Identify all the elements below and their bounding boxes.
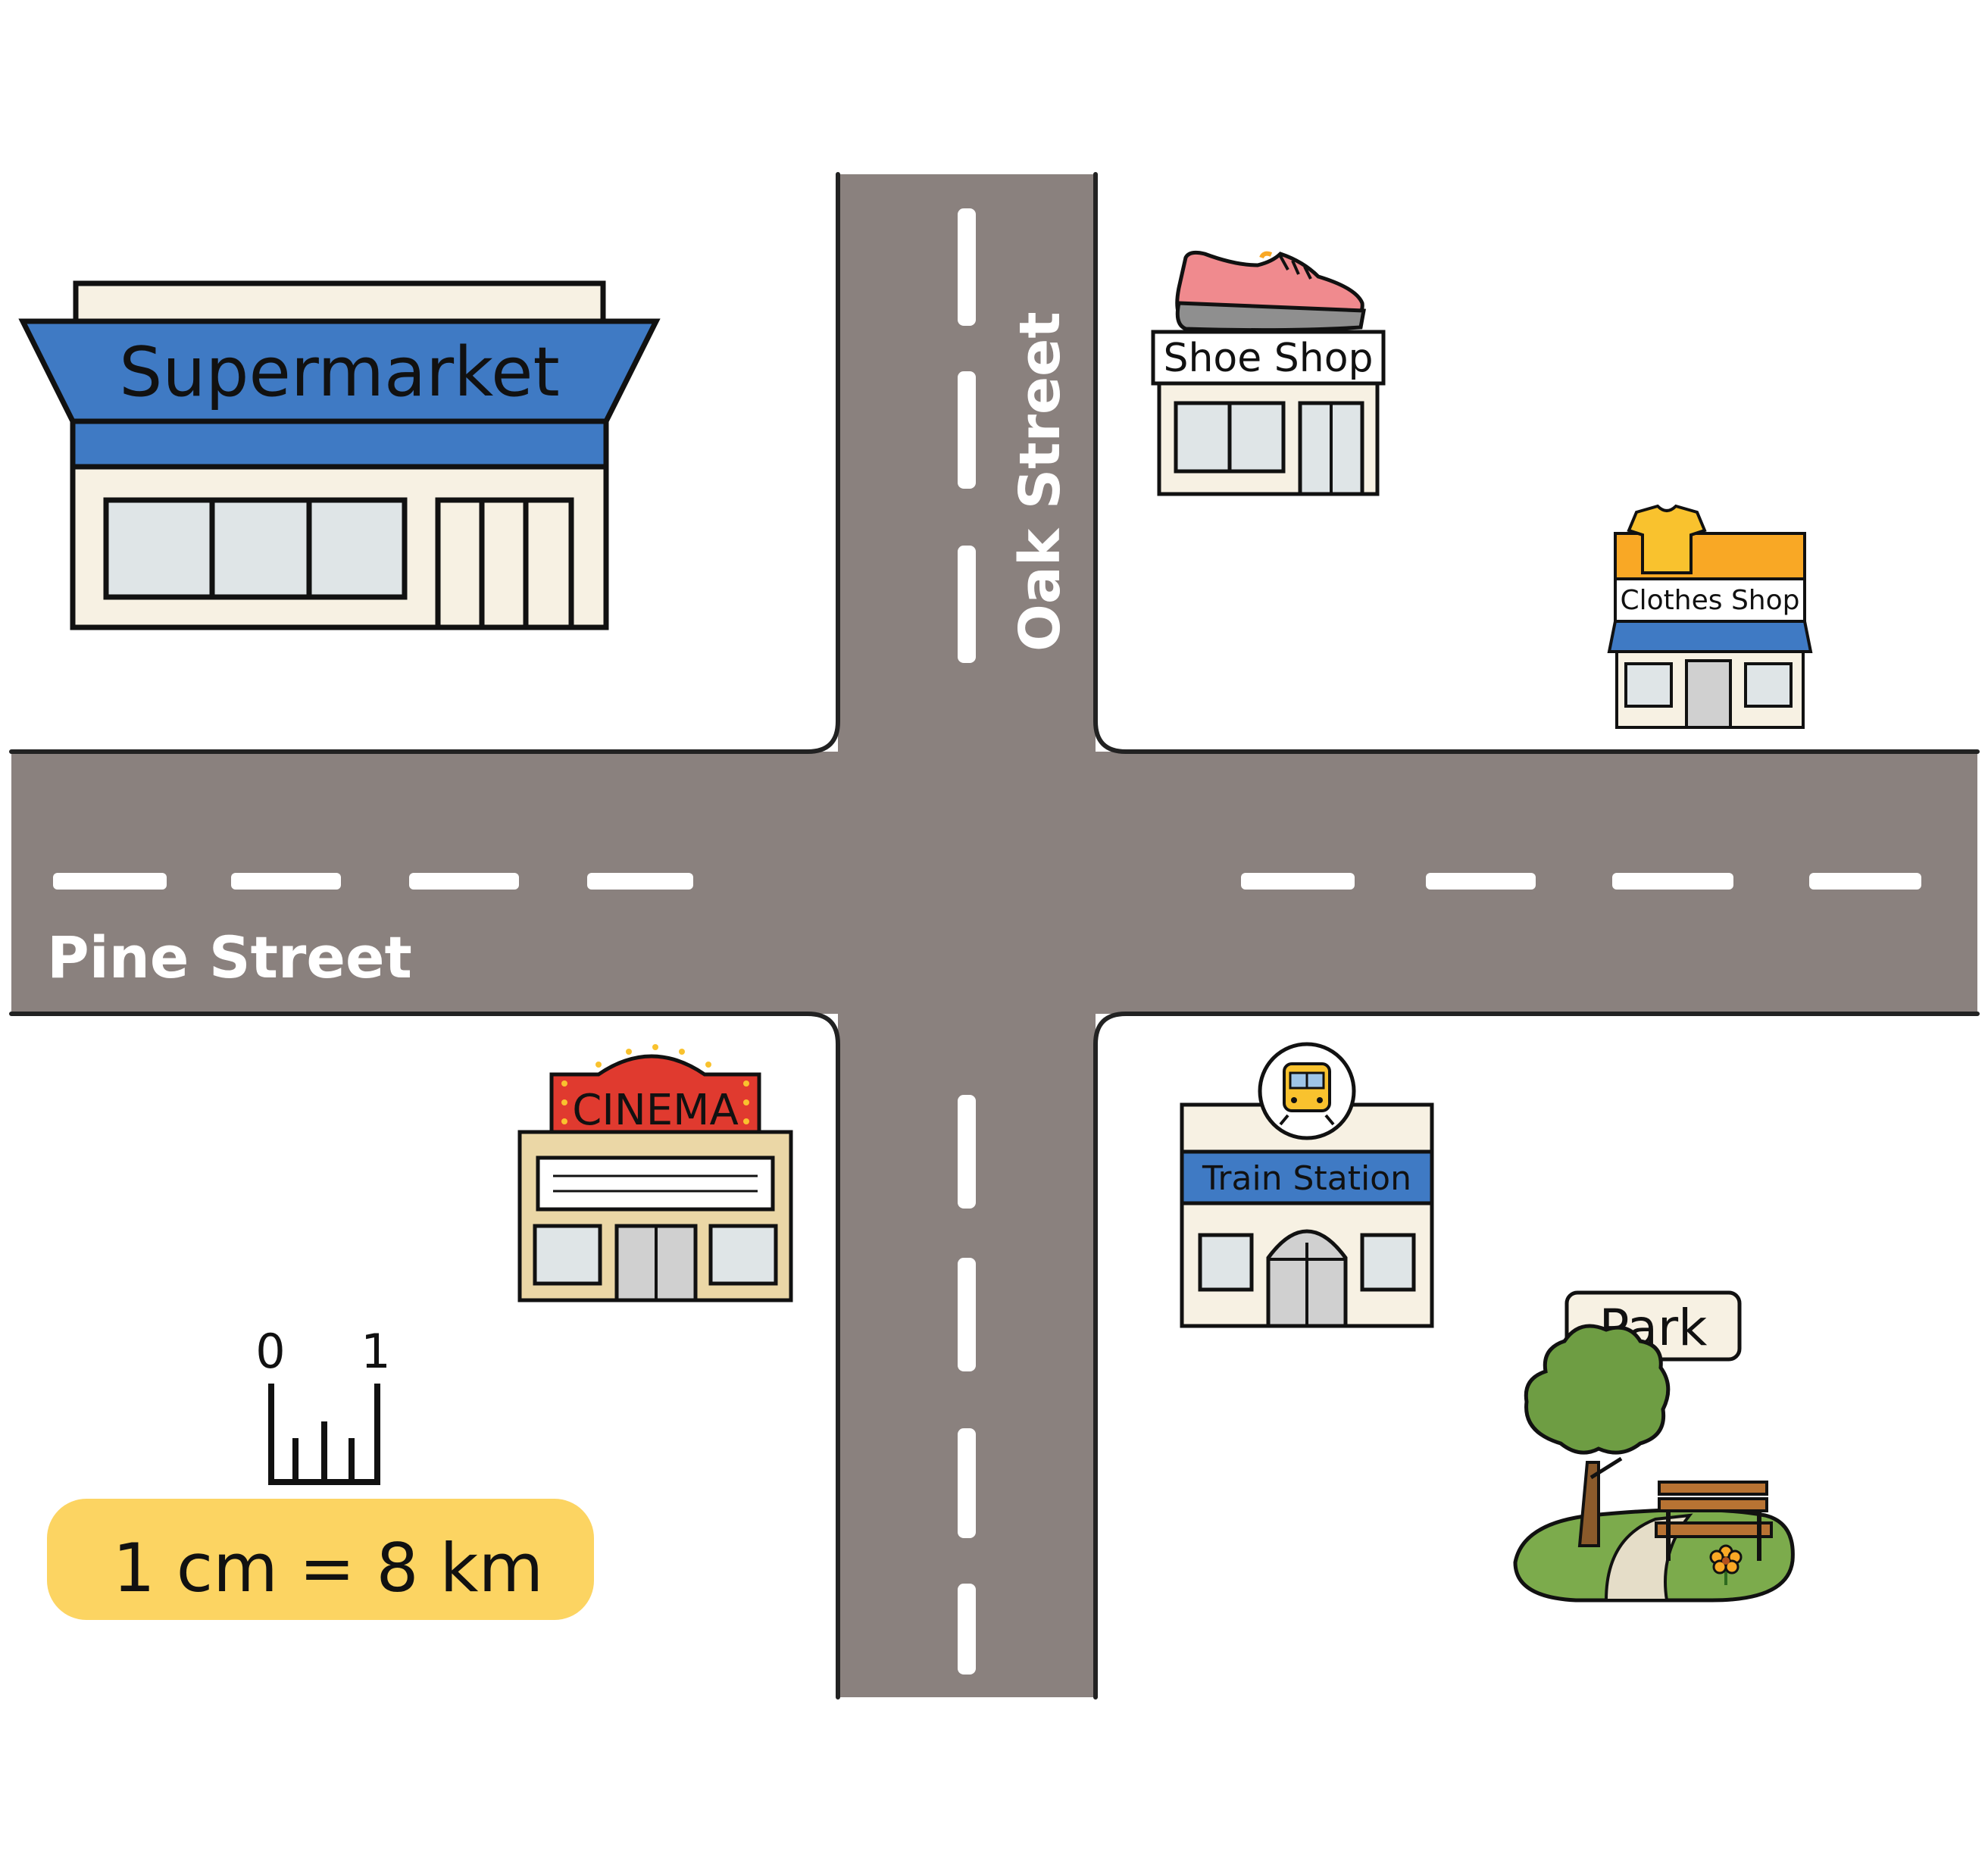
lane-markings-vertical: [958, 208, 976, 1675]
ruler-icon: [268, 1384, 380, 1485]
flower-icon: [1709, 1544, 1743, 1585]
bench-icon: [1655, 1481, 1773, 1561]
supermarket-sign: Supermarket: [119, 333, 559, 412]
sneaker-icon: [1175, 250, 1366, 333]
t-shirt-icon: [1627, 504, 1707, 574]
cinema-sign: CINEMA: [572, 1086, 739, 1135]
train-station-sign: Train Station: [1202, 1159, 1411, 1198]
clothes-shop-building: Clothes Shop: [1607, 504, 1813, 729]
train-icon: [1258, 1042, 1356, 1140]
supermarket-window: [103, 497, 408, 600]
supermarket-building: Supermarket: [18, 280, 661, 630]
scale-tick-1: 1: [361, 1324, 390, 1379]
map-scale: 0 1 1 cm = 8 km: [47, 1324, 594, 1620]
pine-street-label: Pine Street: [47, 924, 412, 991]
train-station-building: Train Station: [1180, 1042, 1434, 1328]
shoe-shop-sign: Shoe Shop: [1163, 336, 1373, 381]
road-network: Pine Street Oak Street: [9, 172, 1980, 1700]
tree-icon: [1524, 1324, 1671, 1547]
scale-label: 1 cm = 8 km: [113, 1529, 543, 1607]
cinema-building: CINEMA: [517, 1044, 793, 1302]
park-area: Park: [1513, 1290, 1795, 1603]
scale-badge: [47, 1499, 594, 1620]
scale-tick-0: 0: [255, 1324, 285, 1379]
clothes-shop-sign: Clothes Shop: [1621, 585, 1800, 616]
shoe-shop-building: Shoe Shop: [1151, 250, 1386, 496]
lane-markings-horizontal: [53, 873, 1921, 890]
supermarket-door: [435, 497, 574, 630]
oak-street-label: Oak Street: [1008, 311, 1073, 652]
